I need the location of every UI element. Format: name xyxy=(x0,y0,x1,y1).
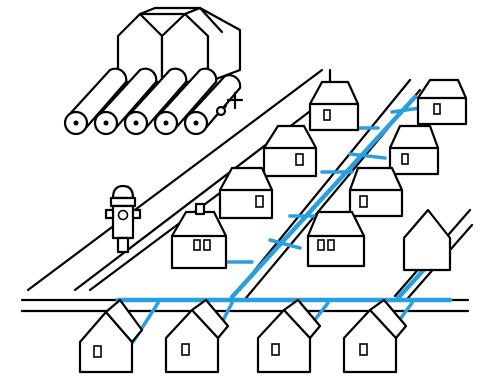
house-icon xyxy=(308,212,364,266)
house-icon xyxy=(390,126,438,174)
house-icon xyxy=(404,210,450,270)
service-line xyxy=(350,154,385,158)
fire-hydrant-icon xyxy=(106,186,140,252)
storage-tanks xyxy=(65,69,242,134)
house-icon xyxy=(418,80,466,124)
house-icon xyxy=(264,126,316,176)
house-icon xyxy=(310,82,358,130)
house-icon xyxy=(350,168,402,216)
house-icon xyxy=(172,204,226,268)
service-line xyxy=(392,108,420,112)
house-icon xyxy=(220,168,272,218)
